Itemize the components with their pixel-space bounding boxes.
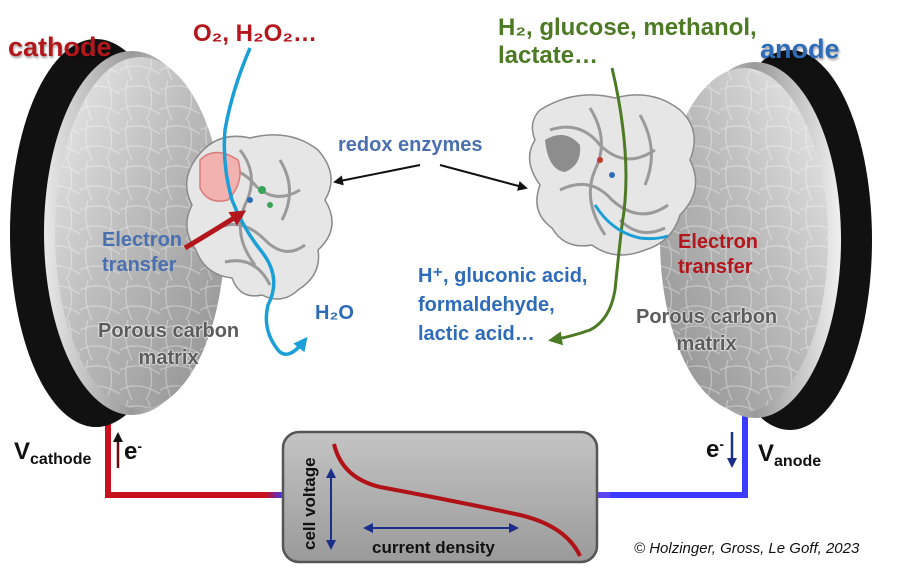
anode-electrode-disk	[660, 50, 872, 430]
anode-substrates-line2: lactate…	[498, 42, 599, 69]
cathode-porous-carbon: Porous carbon matrix	[98, 318, 239, 372]
cathode-electron-charge: -	[137, 438, 143, 454]
anode-electron-transfer: Electron transfer	[678, 230, 758, 280]
anode-et-line1: Electron	[678, 231, 759, 253]
anode-substrates: H₂, glucose, methanol, lactate…	[498, 14, 757, 70]
cathode-electrode-disk	[10, 39, 225, 427]
anode-wire	[597, 400, 748, 498]
v-cathode-subscript: cathode	[30, 451, 92, 468]
redox-arrow-right	[439, 164, 528, 191]
cathode-porous-line2: matrix	[138, 347, 199, 369]
graph-x-label: current density	[372, 538, 495, 557]
v-anode-symbol: V	[758, 440, 775, 467]
cathode-electron-transfer: Electron transfer	[102, 228, 182, 278]
cathode-electron-symbol: e	[124, 438, 138, 465]
anode-substrate-path	[548, 67, 628, 346]
cathode-et-line2: transfer	[102, 254, 177, 276]
cathode-electron-transfer-arrow	[183, 210, 247, 251]
polarization-curve	[332, 443, 582, 557]
anode-enzyme-structure	[528, 94, 697, 256]
anode-porous-line1: Porous carbon	[636, 306, 778, 328]
cathode-title: cathode	[8, 32, 112, 62]
anode-substrates-line1: H₂, glucose, methanol,	[498, 14, 757, 41]
anode-internal-path	[593, 204, 669, 241]
redox-enzymes-label: redox enzymes	[338, 134, 483, 156]
anode-products-line2: formaldehyde,	[418, 294, 555, 316]
cathode-wire	[105, 400, 285, 498]
graph-y-label: cell voltage	[300, 457, 319, 550]
v-cathode-label: Vcathode	[14, 438, 91, 469]
cathode-porous-line1: Porous carbon	[98, 320, 240, 342]
anode-title: anode	[760, 34, 840, 64]
cathode-substrates: O₂, H₂O₂…	[193, 20, 317, 47]
cathode-et-line1: Electron	[102, 229, 183, 251]
anode-electron-label: e-	[706, 436, 724, 464]
cathode-substrate-path	[222, 47, 308, 356]
anode-products-line3: lactic acid…	[418, 323, 535, 345]
anode-products: H⁺, gluconic acid, formaldehyde, lactic …	[418, 262, 587, 349]
polarization-graph	[281, 430, 599, 564]
v-anode-subscript: anode	[774, 453, 822, 470]
copyright-notice: © Holzinger, Gross, Le Goff, 2023	[634, 540, 860, 557]
anode-electron-symbol: e	[706, 436, 720, 463]
redox-arrow-left	[333, 164, 421, 186]
v-anode-label: Vanode	[758, 440, 821, 471]
anode-et-line2: transfer	[678, 256, 753, 278]
anode-electron-charge: -	[719, 436, 725, 452]
anode-products-line1: H⁺, gluconic acid,	[418, 265, 588, 287]
water-label: H₂O	[315, 302, 354, 324]
anode-porous-carbon: Porous carbon matrix	[636, 304, 777, 358]
anode-porous-line2: matrix	[676, 333, 737, 355]
v-cathode-symbol: V	[14, 438, 31, 465]
cathode-electron-label: e-	[124, 438, 142, 466]
